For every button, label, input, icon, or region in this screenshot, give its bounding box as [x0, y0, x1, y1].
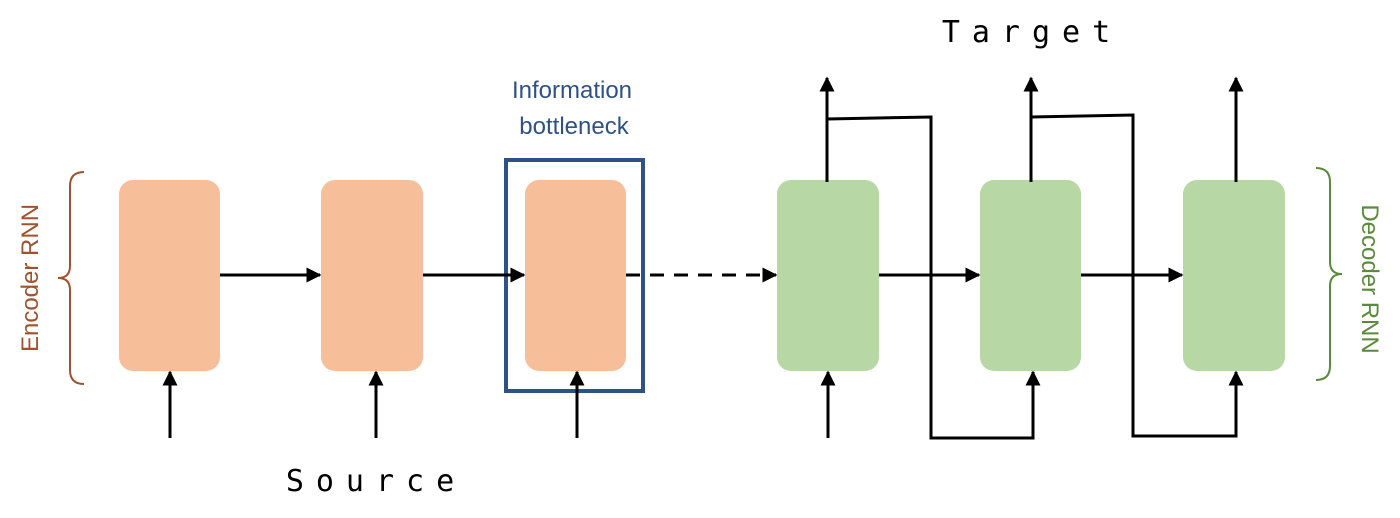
decoder-label: Decoder RNN	[1356, 204, 1383, 353]
encoder-label: Encoder RNN	[17, 204, 44, 352]
decoder-cell-1	[777, 180, 879, 371]
target-label: Target	[942, 15, 1122, 50]
encoder-cell-2	[321, 180, 423, 371]
bottleneck-label-line1: Information	[512, 77, 632, 104]
source-label: Source	[286, 464, 466, 499]
encoder-brace	[57, 171, 85, 385]
decoder-cell-3	[1183, 180, 1285, 371]
feedback-loop-2	[1030, 113, 1244, 438]
encoder-cell-1	[119, 180, 220, 371]
decoder-cell-2	[980, 180, 1081, 371]
bottleneck-label-line2: bottleneck	[519, 113, 629, 140]
feedback-loop-1	[826, 115, 1041, 440]
encoder-cell-3	[525, 180, 626, 371]
decoder-brace	[1315, 167, 1343, 381]
